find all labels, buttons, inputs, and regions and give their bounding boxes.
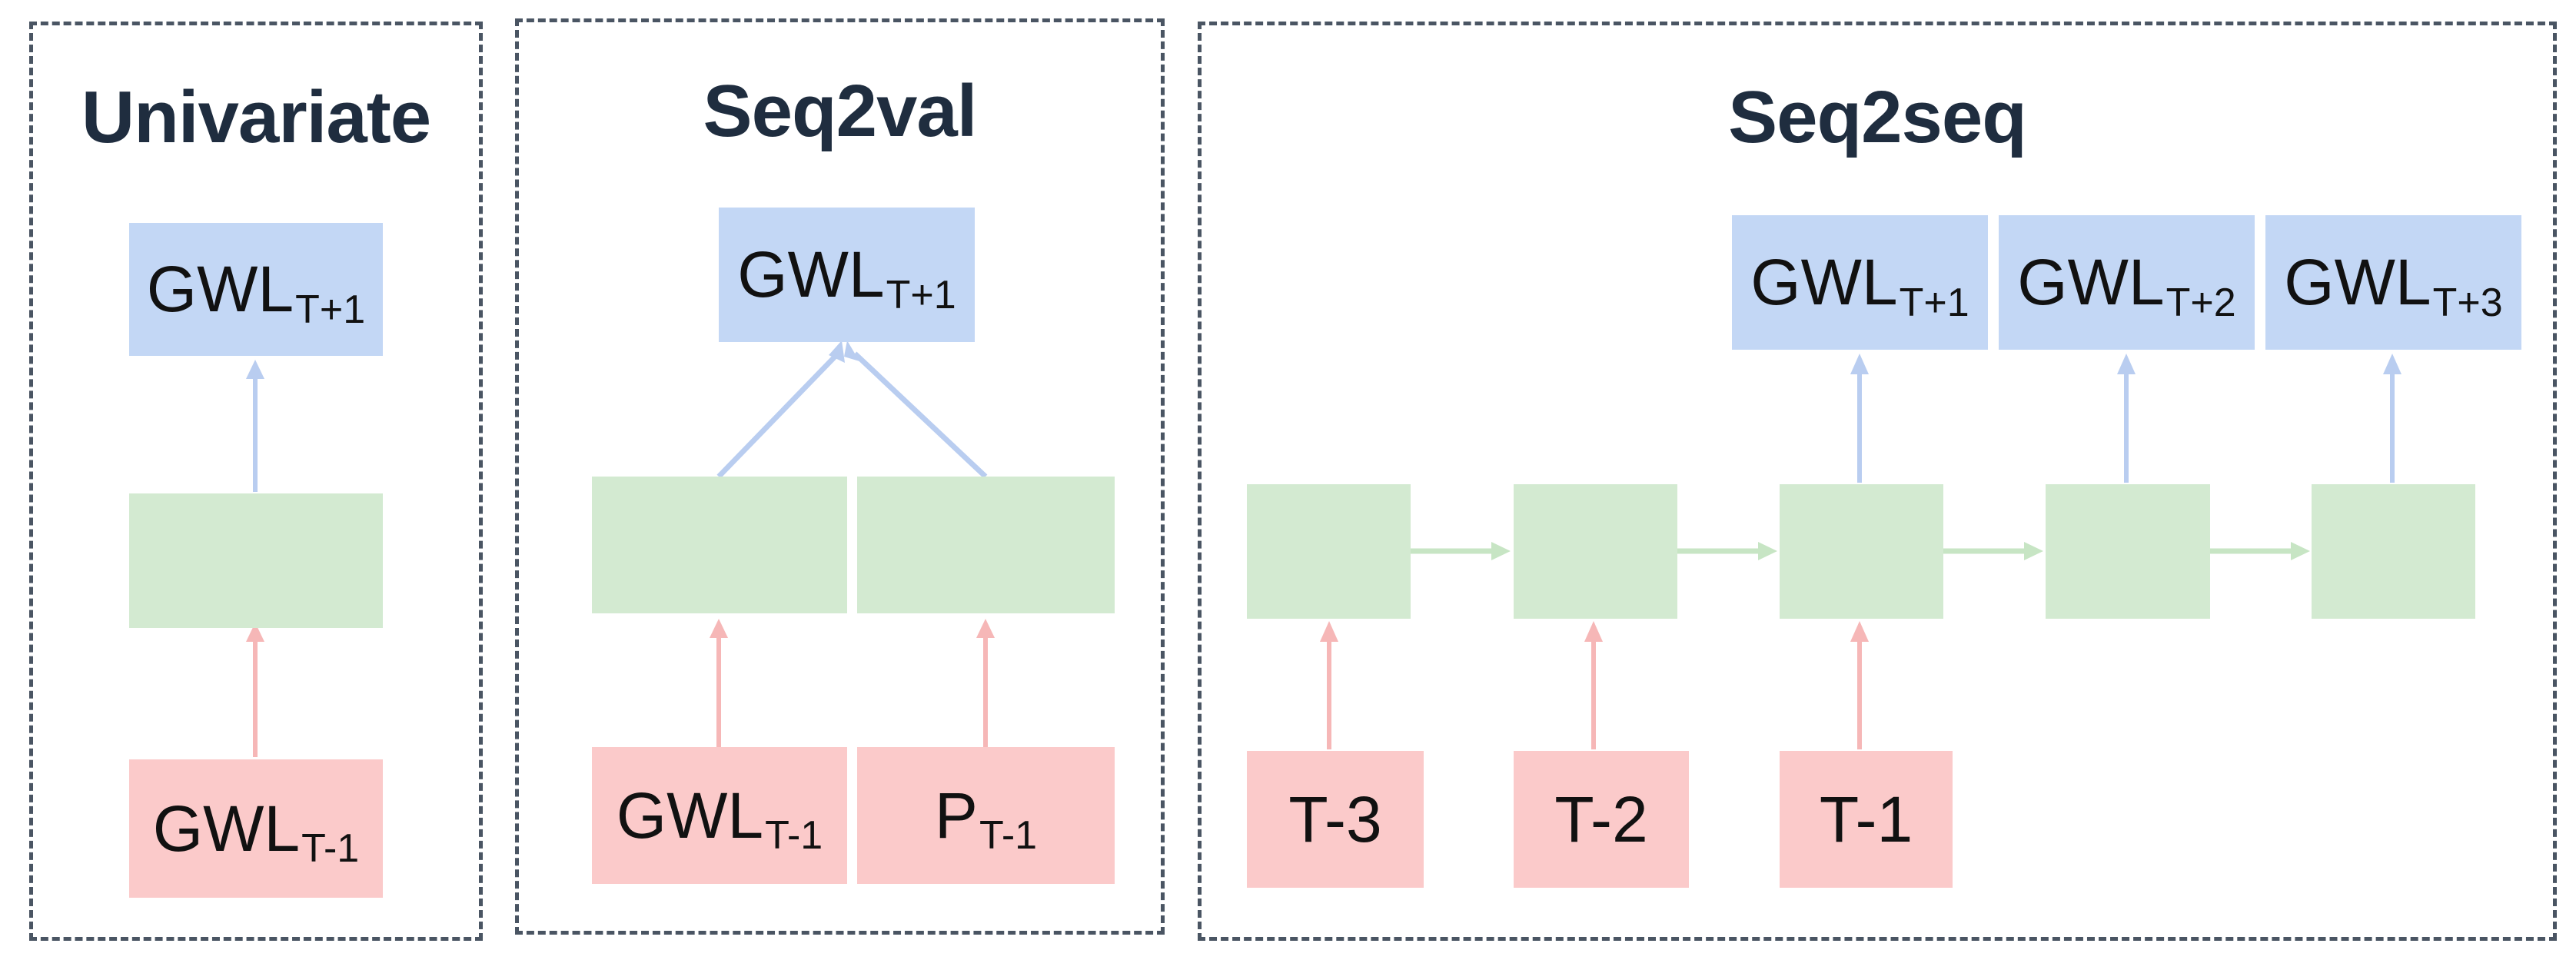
seq2seq-arrows <box>1320 354 2401 749</box>
seq2seq-output-2-subscript: T+2 <box>2166 280 2236 325</box>
seq2seq-hidden-box-5 <box>2312 484 2475 619</box>
seq2val-input-1-label: GWL <box>616 779 764 852</box>
univariate-hidden-box <box>129 493 383 628</box>
title-seq2seq: Seq2seq <box>1728 76 2027 158</box>
title-univariate: Univariate <box>81 76 431 158</box>
seq2seq-hidden-box-2 <box>1514 484 1677 619</box>
seq2seq-input-2-label: T-2 <box>1554 782 1648 855</box>
panel-seq2val <box>515 18 1165 935</box>
univariate-output-subscript: T+1 <box>295 287 366 332</box>
seq2seq-output-1-label: GWL <box>1750 246 1898 318</box>
univariate-arrows <box>246 360 264 757</box>
seq2seq-output-3-subscript: T+3 <box>2432 280 2503 325</box>
seq2seq-output-1-subscript: T+1 <box>1899 280 1969 325</box>
title-seq2val: Seq2val <box>703 70 978 152</box>
seq2val-hidden-box-1 <box>592 477 847 613</box>
univariate-input-label: GWL <box>152 792 301 865</box>
univariate-input-subscript: T-1 <box>301 826 360 871</box>
seq2val-hidden-box-2 <box>857 477 1115 613</box>
seq2val-arrows <box>710 340 995 747</box>
seq2seq-input-1-label: T-3 <box>1288 782 1382 855</box>
seq2val-input-1-subscript: T-1 <box>765 813 823 858</box>
seq2seq-output-2-label: GWL <box>2017 246 2165 318</box>
seq2seq-hidden-box-4 <box>2046 484 2210 619</box>
seq2val-output-subscript: T+1 <box>886 272 956 317</box>
panel-univariate <box>29 22 483 941</box>
seq2seq-hidden-box-1 <box>1247 484 1411 619</box>
seq2seq-input-box-1: T-3 <box>1247 751 1424 888</box>
seq2val-input-2-subscript: T-1 <box>979 813 1038 858</box>
panel-seq2seq <box>1198 22 2557 941</box>
seq2seq-input-box-3: T-1 <box>1780 751 1953 888</box>
seq2val-input-2-label: P <box>934 779 978 852</box>
seq2seq-output-3-label: GWL <box>2284 246 2431 318</box>
seq2seq-input-3-label: T-1 <box>1819 782 1913 855</box>
seq2seq-hidden-box-3 <box>1780 484 1943 619</box>
univariate-output-label: GWL <box>146 253 294 325</box>
seq2val-output-label: GWL <box>737 238 885 311</box>
seq2seq-input-box-2: T-2 <box>1514 751 1689 888</box>
